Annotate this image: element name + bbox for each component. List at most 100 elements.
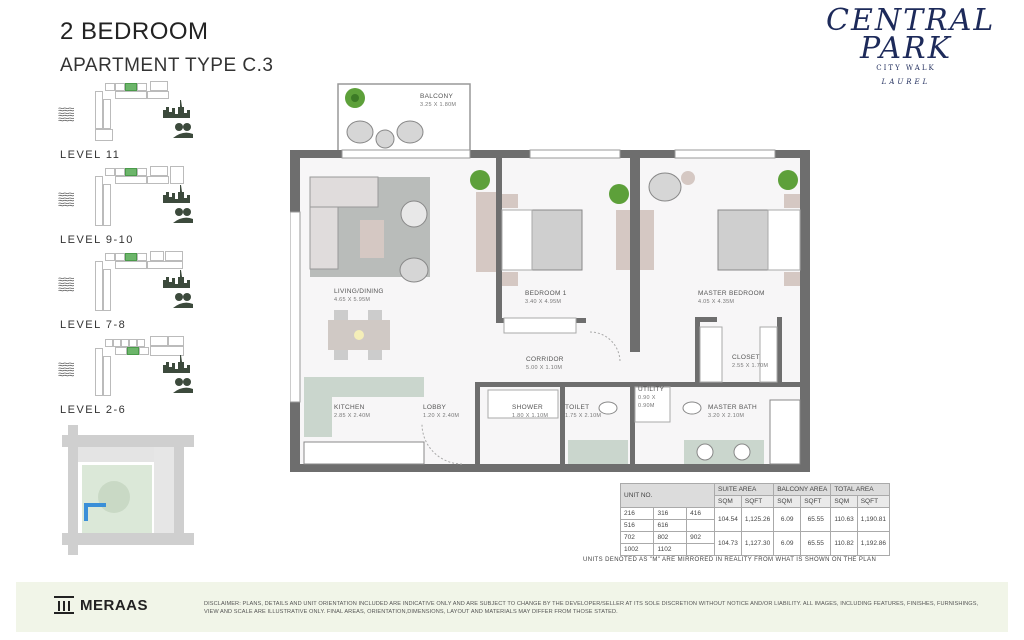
room-name: SHOWER [512,404,544,411]
room-shower: SHOWER 1.80 X 1.10M [512,404,548,420]
level-label: LEVEL 9-10 [60,234,134,246]
room-dim: 1.75 X 2.10M [565,413,602,419]
room-dim: 1.80 X 1.10M [512,413,549,419]
disclaimer-text: DISCLAIMER: PLANS, DETAILS AND UNIT ORIE… [204,601,979,615]
room-dim: 4.65 X 5.95M [334,297,371,303]
table-row: 216 316 416 104.54 1,125.26 6.09 65.55 1… [619,507,891,532]
table-row: 702 802 902 104.73 1,127.30 6.09 65.55 1… [619,531,891,556]
room-master-bath: MASTER BATH 3.20 X 2.10M [708,404,757,420]
room-balcony: BALCONY 3.25 X 1.80M [420,93,456,109]
park-icon [173,293,193,308]
skyline-icon [163,270,190,288]
unit-cell: 1102 [653,543,688,556]
unit-cell: 702 [619,531,655,544]
total-sqft: 1,192.86 [856,531,891,556]
suite-sqm: 104.73 [714,531,742,556]
unit-cell: 1002 [619,543,655,556]
suite-sqft: 1,125.26 [740,507,775,532]
room-dim: 3.25 X 1.80M [420,102,457,108]
skyline-icon [163,185,190,203]
logo-line-3: CITY WALK [876,64,936,72]
suite-sqft: 1,127.30 [740,531,775,556]
header-sqm: SQM [773,495,802,508]
logo-line-2: PARK [859,31,953,66]
keyplan-diagram [95,166,185,226]
logo-line-4: LAUREL [881,78,931,86]
room-name: LOBBY [423,404,447,411]
room-dim: 1.20 X 2.40M [423,413,460,419]
meraas-logo: MERAAS [54,596,148,614]
room-name: KITCHEN [334,404,365,411]
unit-cell: 802 [653,531,688,544]
park-icon [173,123,193,138]
header-balcony-area: BALCONY AREA [773,483,832,496]
unit-location-marker [84,503,106,521]
header-sqft: SQFT [740,495,775,508]
room-corridor: CORRIDOR 5.00 X 1.10M [526,356,564,372]
total-sqm: 110.63 [830,507,858,532]
total-sqft: 1,190.81 [856,507,891,532]
keyplan-diagram [95,251,185,311]
room-dim: 0.90 X 0.90M [638,395,656,409]
header-suite-area: SUITE AREA [713,483,775,496]
total-sqm: 110.82 [830,531,858,556]
unit-cell [686,543,715,556]
unit-cell: 902 [686,531,715,544]
room-dim: 2.55 X 1.70M [732,363,769,369]
floor-plan-drawing [289,83,810,472]
water-icon: ≈≈≈≈≈≈≈≈≈ [58,274,74,296]
selected-unit [125,168,137,176]
selected-unit [125,253,137,261]
room-name: MASTER BEDROOM [698,290,765,297]
logo-line-1: CENTRAL [826,3,996,38]
balcony-sqm: 6.09 [773,531,802,556]
room-dim: 5.00 X 1.10M [526,365,563,371]
room-name: MASTER BATH [708,404,758,411]
level-label: LEVEL 7-8 [60,319,127,331]
unit-cell: 316 [653,507,688,520]
unit-area-table: UNIT NO. SUITE AREA BALCONY AREA TOTAL A… [619,483,891,556]
skyline-icon [163,355,190,373]
keyplan-diagram [95,81,185,141]
level-label: LEVEL 2-6 [60,404,127,416]
header-total-area: TOTAL AREA [830,483,891,496]
level-keyplan-9-10: ≈≈≈≈≈≈≈≈≈ LEVEL 9-10 [55,163,205,248]
unit-cell: 516 [619,519,655,532]
mirror-note: UNITS DENOTED AS "M" ARE MIRRORED IN REA… [583,557,877,563]
park-icon [173,208,193,223]
water-icon: ≈≈≈≈≈≈≈≈≈ [58,189,74,211]
room-dim: 3.20 X 2.10M [708,413,745,419]
room-name: BEDROOM 1 [525,290,567,297]
header-sqm: SQM [714,495,742,508]
level-keyplan-7-8: ≈≈≈≈≈≈≈≈≈ LEVEL 7-8 [55,248,205,333]
apartment-type: APARTMENT TYPE C.3 [60,55,274,76]
room-name: BALCONY [420,93,454,100]
room-toilet: TOILET 1.75 X 2.10M [565,404,601,420]
room-kitchen: KITCHEN 2.85 X 2.40M [334,404,370,420]
table-row: 516 616 [619,519,890,532]
level-keyplan-11: ≈≈≈≈≈≈≈≈≈ LEVEL 11 [55,78,205,163]
unit-cell: 416 [686,507,715,520]
footer: MERAAS DISCLAIMER: PLANS, DETAILS AND UN… [16,582,1008,632]
unit-cell [686,519,715,532]
balcony-sqft: 65.55 [800,507,832,532]
header-sqm: SQM [830,495,858,508]
selected-unit [127,347,139,355]
room-name: CORRIDOR [526,356,564,363]
meraas-brand-text: MERAAS [80,596,149,614]
room-closet: CLOSET 2.55 X 1.70M [732,354,768,370]
central-park-logo: CENTRAL PARK CITY WALK LAUREL [826,3,996,87]
room-dim: 2.85 X 2.40M [334,413,371,419]
balcony-sqft: 65.55 [800,531,832,556]
table-row: 1002 1102 [619,543,890,556]
room-name: CLOSET [732,354,760,361]
room-name: TOILET [565,404,590,411]
skyline-icon [163,100,190,118]
suite-sqm: 104.54 [714,507,742,532]
header-sqft: SQFT [800,495,832,508]
